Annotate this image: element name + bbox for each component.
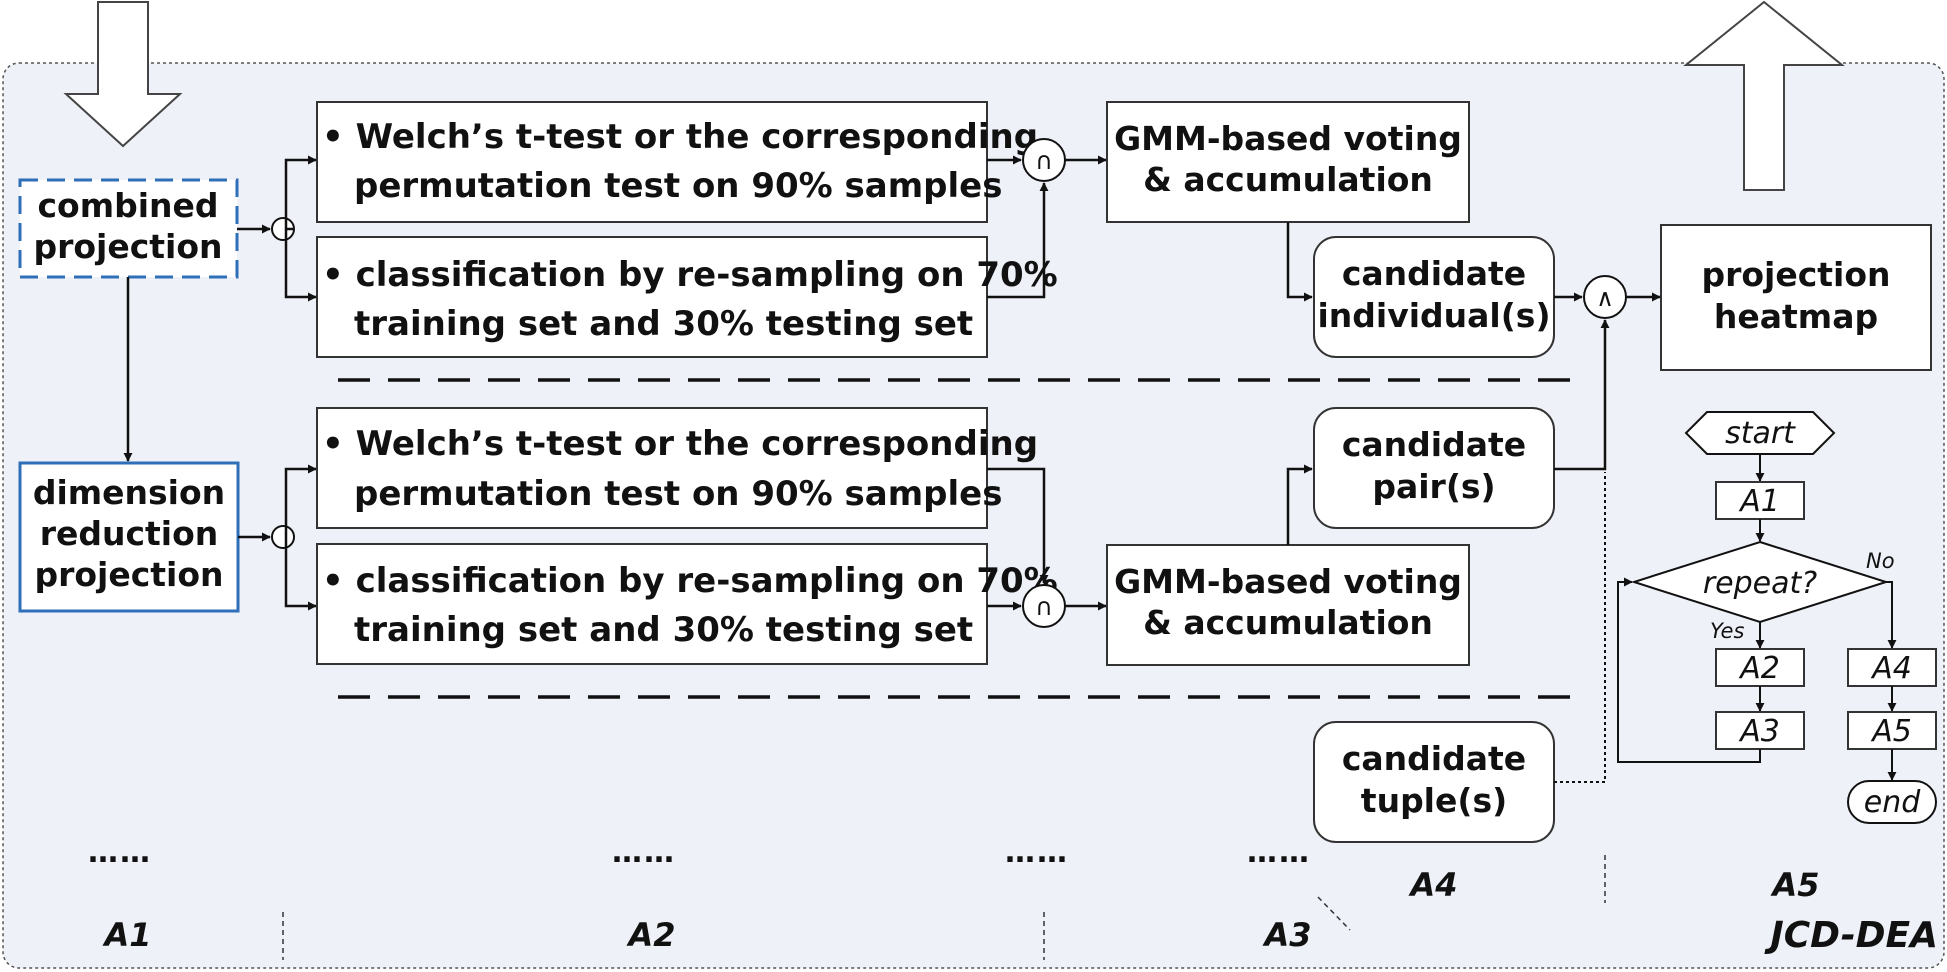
welch-top-line2: permutation test on 90% samples bbox=[354, 166, 1002, 206]
flow-no-label: No bbox=[1866, 549, 1895, 573]
classif-bottom-line1: • classification by re-sampling on 70% bbox=[322, 561, 1058, 601]
classif-bottom-line2: training set and 30% testing set bbox=[354, 610, 973, 650]
heatmap-line2: heatmap bbox=[1714, 297, 1878, 336]
classification-box-top bbox=[316, 236, 988, 358]
gmm-bottom-line2: & accumulation bbox=[1143, 603, 1433, 642]
flow-a1-node bbox=[1715, 481, 1805, 520]
candidate-tuple-line2: tuple(s) bbox=[1361, 781, 1507, 820]
input-arrow-icon bbox=[63, 1, 183, 148]
welch-top-line1: • Welch’s t-test or the corresponding bbox=[322, 117, 1038, 157]
section-label-a3: A3 bbox=[1261, 916, 1311, 954]
dimension-reduction-box bbox=[18, 461, 240, 613]
intersect-symbol-top: ∩ bbox=[1035, 147, 1053, 175]
section-label-a5: A5 bbox=[1769, 866, 1819, 904]
and-symbol: ∧ bbox=[1596, 284, 1614, 312]
dimension-line3: projection bbox=[34, 555, 223, 594]
flow-a2-label: A2 bbox=[1738, 651, 1780, 686]
welch-test-box-top bbox=[316, 101, 988, 223]
combined-projection-box bbox=[18, 178, 239, 279]
section-label-a1: A1 bbox=[101, 916, 151, 954]
welch-bottom-line1: • Welch’s t-test or the corresponding bbox=[322, 424, 1038, 464]
section-label-a4: A4 bbox=[1407, 866, 1457, 904]
classif-top-line2: training set and 30% testing set bbox=[354, 304, 973, 344]
flow-a1-label: A1 bbox=[1738, 484, 1780, 519]
section-label-a2: A2 bbox=[625, 916, 675, 954]
ellipsis-a3: …… bbox=[1005, 835, 1069, 870]
candidate-individual-line1: candidate bbox=[1342, 254, 1526, 293]
intersect-symbol-bottom: ∩ bbox=[1035, 593, 1053, 621]
welch-bottom-line2: permutation test on 90% samples bbox=[354, 474, 1002, 514]
dimension-line1: dimension bbox=[33, 473, 225, 512]
flow-a5-label: A5 bbox=[1870, 714, 1912, 749]
gmm-top-line2: & accumulation bbox=[1143, 160, 1433, 199]
candidate-pair-line2: pair(s) bbox=[1372, 467, 1495, 506]
flow-repeat-label: repeat? bbox=[1703, 566, 1817, 601]
flow-a4-label: A4 bbox=[1870, 651, 1912, 686]
split-junction-bottom bbox=[271, 525, 295, 549]
ellipsis-a4: …… bbox=[1247, 835, 1311, 870]
combined-projection-line1: combined bbox=[37, 186, 218, 225]
flow-a3-node bbox=[1715, 711, 1805, 750]
dimension-line2: reduction bbox=[40, 514, 219, 553]
flow-end-node bbox=[1847, 780, 1937, 824]
combined-projection-line2: projection bbox=[33, 227, 222, 266]
projection-heatmap-box bbox=[1660, 224, 1932, 371]
gmm-top-line1: GMM-based voting bbox=[1114, 119, 1462, 158]
flow-a3-label: A3 bbox=[1738, 714, 1780, 749]
classif-top-line1: • classification by re-sampling on 70% bbox=[322, 255, 1058, 295]
classification-box-bottom bbox=[316, 543, 988, 665]
gmm-voting-box-bottom bbox=[1106, 544, 1470, 666]
output-arrow-icon bbox=[1683, 0, 1845, 191]
flow-start-label: start bbox=[1725, 416, 1796, 451]
candidate-tuple-line1: candidate bbox=[1342, 739, 1526, 778]
brand-title: JCD-DEA bbox=[1764, 915, 1938, 956]
gmm-bottom-line1: GMM-based voting bbox=[1114, 562, 1462, 601]
heatmap-line1: projection bbox=[1701, 255, 1890, 294]
ellipsis-a1: …… bbox=[88, 835, 152, 870]
gmm-voting-box-top bbox=[1106, 101, 1470, 223]
flow-yes-label: Yes bbox=[1710, 619, 1744, 643]
flow-start-node bbox=[1684, 411, 1836, 455]
candidate-pair-line1: candidate bbox=[1342, 425, 1526, 464]
ellipsis-a2: …… bbox=[612, 835, 676, 870]
section-divider-3 bbox=[1317, 896, 1351, 931]
welch-test-box-bottom bbox=[316, 407, 988, 529]
flow-end-label: end bbox=[1864, 785, 1921, 820]
candidate-individual-line2: individual(s) bbox=[1317, 296, 1550, 335]
flow-a2-node bbox=[1715, 648, 1805, 687]
